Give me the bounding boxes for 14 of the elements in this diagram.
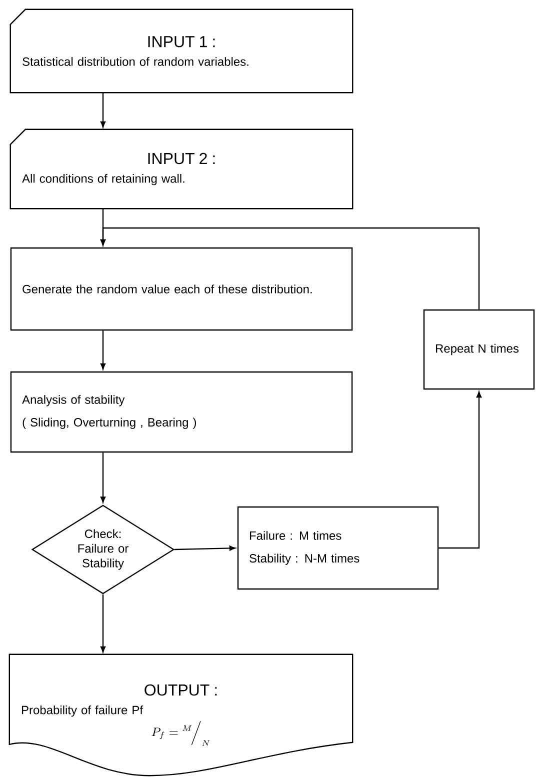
process-box: Failure : M times Stability : N-M times	[237, 506, 439, 590]
process-box: Generate the random value each of these distribution.	[10, 247, 353, 331]
arrow	[438, 391, 482, 549]
process-box: Repeat N times	[423, 309, 535, 390]
arrow	[100, 92, 106, 128]
arrow	[174, 546, 236, 551]
arrow	[100, 330, 106, 370]
arrow	[100, 594, 106, 653]
arrow	[100, 452, 106, 503]
arrow	[100, 227, 480, 310]
input-card: INPUT 1 : Statistical distribution of random variables.	[10, 8, 354, 94]
process-box: Analysis of stability ( Sliding, Overturning , Bearing )	[10, 371, 353, 453]
input-card: INPUT 2 : All conditions of retaining wall.	[10, 128, 354, 210]
output-document: OUTPUT : Probability of failure Pf $P_f = {}^{M}\!\Big/_{N}$	[8, 654, 354, 776]
